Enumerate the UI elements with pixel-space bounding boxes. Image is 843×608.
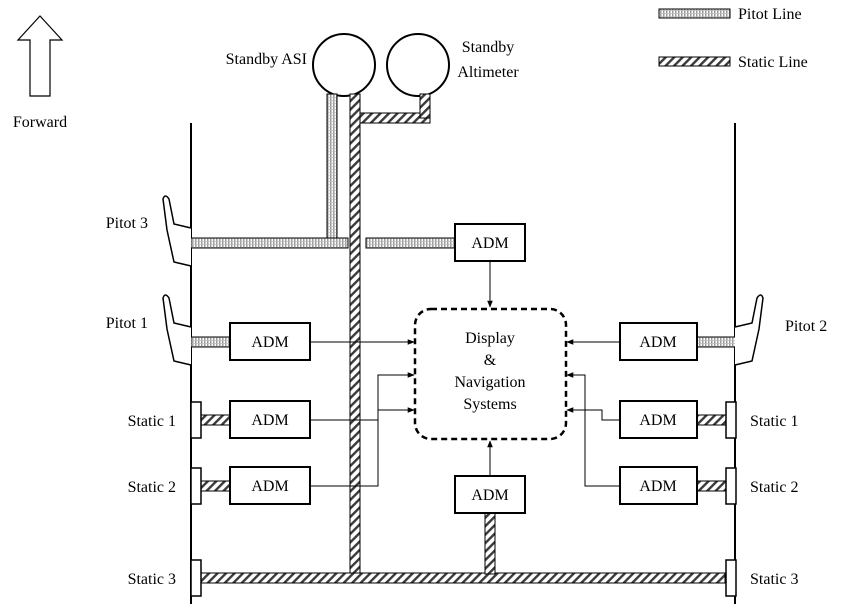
- signal-wires: [310, 260, 619, 487]
- static-altimeter-riser: [419, 93, 431, 119]
- standby-altimeter-label-2: Altimeter: [457, 64, 519, 81]
- static1-right-label: Static 1: [750, 413, 798, 430]
- adm-label: ADM: [251, 478, 288, 495]
- adm-units: ADM ADM ADM ADM ADM ADM ADM ADM: [229, 223, 698, 514]
- adm-static1-right: ADM: [619, 400, 698, 439]
- static2-left-label: Static 2: [128, 479, 176, 496]
- forward-label: Forward: [13, 114, 67, 131]
- adm-label: ADM: [251, 412, 288, 429]
- static2-left-port: [190, 467, 202, 505]
- adm-label: ADM: [471, 487, 508, 504]
- static1-right-port: [725, 401, 737, 439]
- static2-right-port: [725, 467, 737, 505]
- standby-asi-gauge: [312, 33, 376, 97]
- static3-left-label: Static 3: [128, 571, 176, 588]
- adm-label: ADM: [251, 334, 288, 351]
- standby-instruments: Standby ASI Standby Altimeter: [226, 33, 519, 97]
- pitot2-line: [696, 336, 738, 348]
- wire-static1-right-adm: [566, 407, 619, 421]
- wire-static2-left-adm: [310, 372, 415, 487]
- static3-right-label: Static 3: [750, 571, 798, 588]
- static3-right-port: [725, 559, 737, 597]
- static-main-riser: [349, 93, 361, 577]
- pitot3-label: Pitot 3: [106, 215, 148, 232]
- pitot1-line: [190, 336, 232, 348]
- display-nav-line4: Systems: [463, 396, 516, 413]
- display-nav-line3: Navigation: [454, 374, 525, 391]
- pitot2-label: Pitot 2: [785, 318, 827, 335]
- pitot-probes: Pitot 3 Pitot 1 Pitot 2: [106, 195, 827, 366]
- static1-right-line: [696, 414, 727, 426]
- static3-left-port: [190, 559, 202, 597]
- static2-right-label: Static 2: [750, 479, 798, 496]
- static1-left-label: Static 1: [128, 413, 176, 430]
- standby-altimeter-gauge: [386, 33, 450, 97]
- pitot1-probe: [162, 294, 192, 366]
- pitot-asi-riser: [326, 93, 338, 245]
- pitot3-line-right: [365, 237, 457, 249]
- legend-pitot-swatch: [658, 8, 731, 19]
- static-ports: Static 1 Static 2 Static 3 Static 1 Stat…: [128, 401, 798, 597]
- display-nav-line2: &: [484, 352, 497, 369]
- legend-pitot-label: Pitot Line: [738, 6, 802, 23]
- adm-label: ADM: [471, 235, 508, 252]
- legend-static-swatch: [658, 56, 731, 67]
- standby-asi-label: Standby ASI: [226, 51, 307, 68]
- adm-top: ADM: [454, 223, 526, 262]
- static1-left-port: [190, 401, 202, 439]
- static3-crossline: [200, 572, 726, 584]
- pitot3-line-left: [190, 237, 349, 249]
- display-nav-box: [413, 307, 568, 441]
- static-bottom-adm-riser: [484, 511, 496, 575]
- pitot1-label: Pitot 1: [106, 315, 148, 332]
- display-nav-line1: Display: [465, 330, 515, 347]
- static1-left-line: [200, 414, 232, 426]
- adm-pitot1: ADM: [229, 322, 311, 361]
- adm-bottom: ADM: [454, 475, 526, 514]
- adm-pitot2: ADM: [619, 322, 698, 361]
- wire-static1-left-adm: [310, 407, 415, 421]
- adm-static1-left: ADM: [229, 400, 311, 439]
- forward-indicator: Forward: [13, 15, 67, 131]
- adm-static2-right: ADM: [619, 466, 698, 505]
- adm-label: ADM: [639, 478, 676, 495]
- pitot-lines: [190, 93, 738, 348]
- adm-label: ADM: [639, 334, 676, 351]
- pitot3-probe: [162, 195, 192, 267]
- adm-label: ADM: [639, 412, 676, 429]
- legend-static-label: Static Line: [738, 54, 808, 71]
- up-arrow-icon: [16, 15, 64, 97]
- legend: Pitot Line Static Line: [658, 6, 808, 71]
- static2-right-line: [696, 480, 727, 492]
- static2-left-line: [200, 480, 232, 492]
- wire-static2-right-adm: [566, 372, 619, 487]
- standby-altimeter-label-1: Standby: [462, 39, 514, 56]
- pitot2-probe: [734, 294, 764, 366]
- display-navigation-systems: Display & Navigation Systems: [413, 307, 568, 441]
- adm-static2-left: ADM: [229, 466, 311, 505]
